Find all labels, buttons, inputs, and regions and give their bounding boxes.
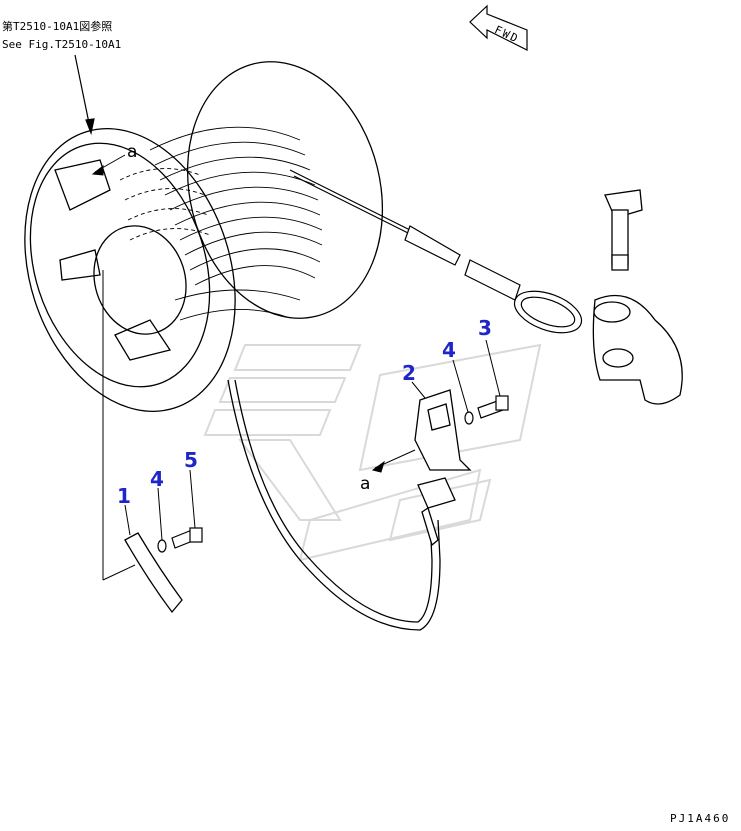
part-number-4-lower: 4 (150, 467, 164, 491)
detail-label-lower: a (360, 474, 371, 494)
part-4-washer-lower (157, 539, 167, 553)
part-1-guard (124, 532, 183, 614)
part-5-bolt (171, 527, 203, 549)
detail-label-upper: a (127, 142, 138, 162)
fwd-arrow (469, 4, 528, 51)
drawing-code: PJ1A460 (670, 812, 731, 825)
wire-rope (289, 169, 583, 334)
reference-text-jp: 第T2510-10A1図参照 (2, 20, 113, 33)
part-number-4-upper: 4 (442, 338, 456, 362)
part-4-washer-upper (464, 411, 474, 425)
winch-drum (24, 61, 384, 412)
part-3-bolt (477, 395, 509, 419)
part-number-1: 1 (117, 484, 131, 508)
reference-text-en: See Fig.T2510-10A1 (2, 38, 122, 51)
reference-leader (74, 54, 95, 136)
part-number-5: 5 (184, 448, 198, 472)
sensor-cable (227, 379, 456, 631)
watermark-logo (203, 343, 542, 562)
part-number-2: 2 (402, 361, 416, 385)
leader-lines (91, 154, 501, 581)
part-number-3: 3 (478, 316, 492, 340)
hook-assembly (592, 189, 683, 405)
part-2-bracket (414, 389, 472, 471)
